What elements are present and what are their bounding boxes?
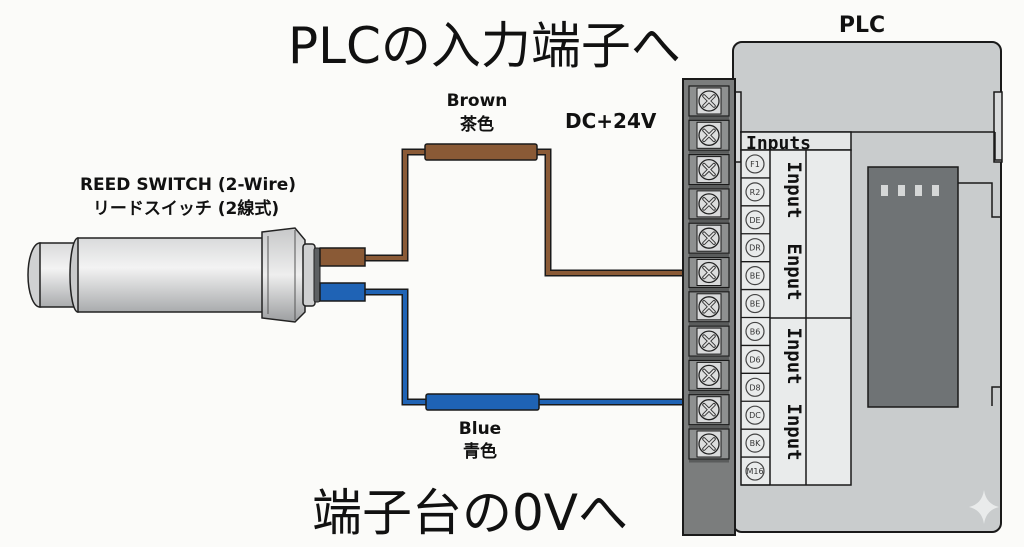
- terminal-screw[interactable]: [688, 154, 730, 186]
- terminal-tag: DE: [745, 210, 765, 230]
- terminal-tag: D6: [745, 349, 765, 369]
- terminal-tag-label: DC: [749, 411, 761, 420]
- terminal-tag: F1: [745, 154, 765, 174]
- terminal-tag-label: BE: [750, 272, 761, 281]
- terminal-screw[interactable]: [688, 119, 730, 151]
- status-led: [932, 185, 939, 196]
- top-title: PLCの入力端子へ: [288, 17, 681, 75]
- terminal-tag: R2: [745, 182, 765, 202]
- reed-switch: [27, 227, 321, 323]
- plc-title: PLC: [839, 13, 885, 38]
- terminal-tag-label: BK: [750, 439, 761, 448]
- terminal-screw[interactable]: [688, 291, 730, 323]
- brown-wire: [319, 143, 690, 277]
- terminal-tag-label: DR: [749, 244, 761, 253]
- terminal-tag: BE: [745, 293, 765, 314]
- terminal-tag: BE: [745, 266, 765, 286]
- terminal-tag-label: D8: [749, 383, 760, 392]
- input-group-label: Input: [783, 161, 805, 218]
- terminal-screw[interactable]: [688, 394, 730, 426]
- terminal-screw[interactable]: [688, 428, 730, 460]
- status-led: [915, 185, 922, 196]
- blue-wire: [319, 282, 690, 411]
- terminal-tag-label: DE: [749, 216, 760, 225]
- terminal-tag-label: D6: [749, 355, 760, 364]
- sensor-label-ja: リードスイッチ (2線式): [93, 198, 279, 219]
- terminal-tag: B6: [745, 321, 765, 342]
- sparkle-icon: [969, 490, 999, 524]
- display-panel: [867, 166, 959, 408]
- terminal-tag: M16: [745, 461, 765, 481]
- terminal-screw[interactable]: [688, 256, 730, 289]
- inputs-header: Inputs: [746, 133, 811, 154]
- terminal-screw[interactable]: [688, 325, 730, 357]
- terminal-tag-label: BE: [750, 300, 761, 309]
- brown-label-ja: 茶色: [460, 114, 494, 135]
- sensor-label-en: REED SWITCH (2-Wire): [80, 175, 296, 195]
- terminal-block: [682, 78, 736, 536]
- status-led: [881, 185, 888, 196]
- terminal-tag: DR: [745, 238, 765, 258]
- status-led: [898, 185, 905, 196]
- terminal-screw[interactable]: [688, 222, 730, 254]
- input-group-label: Input: [783, 327, 805, 384]
- blue-label-ja: 青色: [463, 441, 497, 462]
- input-group-label: Input: [783, 403, 805, 460]
- terminal-tag: D8: [745, 377, 765, 397]
- terminal-tag-label: M16: [746, 467, 763, 476]
- supply-label: DC+24V: [565, 109, 657, 133]
- input-group-label: Enput: [783, 243, 805, 300]
- status-leds: [881, 185, 939, 196]
- terminal-tag-label: B6: [750, 327, 761, 336]
- brown-label-en: Brown: [447, 91, 508, 111]
- terminal-screw[interactable]: [688, 85, 730, 117]
- terminal-tag: BK: [745, 433, 765, 453]
- terminal-screw[interactable]: [688, 359, 730, 391]
- terminal-tag-label: R2: [750, 188, 761, 197]
- terminal-tag-label: F1: [750, 160, 760, 169]
- terminal-screw[interactable]: [688, 188, 730, 220]
- blue-label-en: Blue: [459, 419, 501, 439]
- bottom-title: 端子台の0Vへ: [312, 484, 628, 542]
- terminal-tag: DC: [745, 405, 765, 425]
